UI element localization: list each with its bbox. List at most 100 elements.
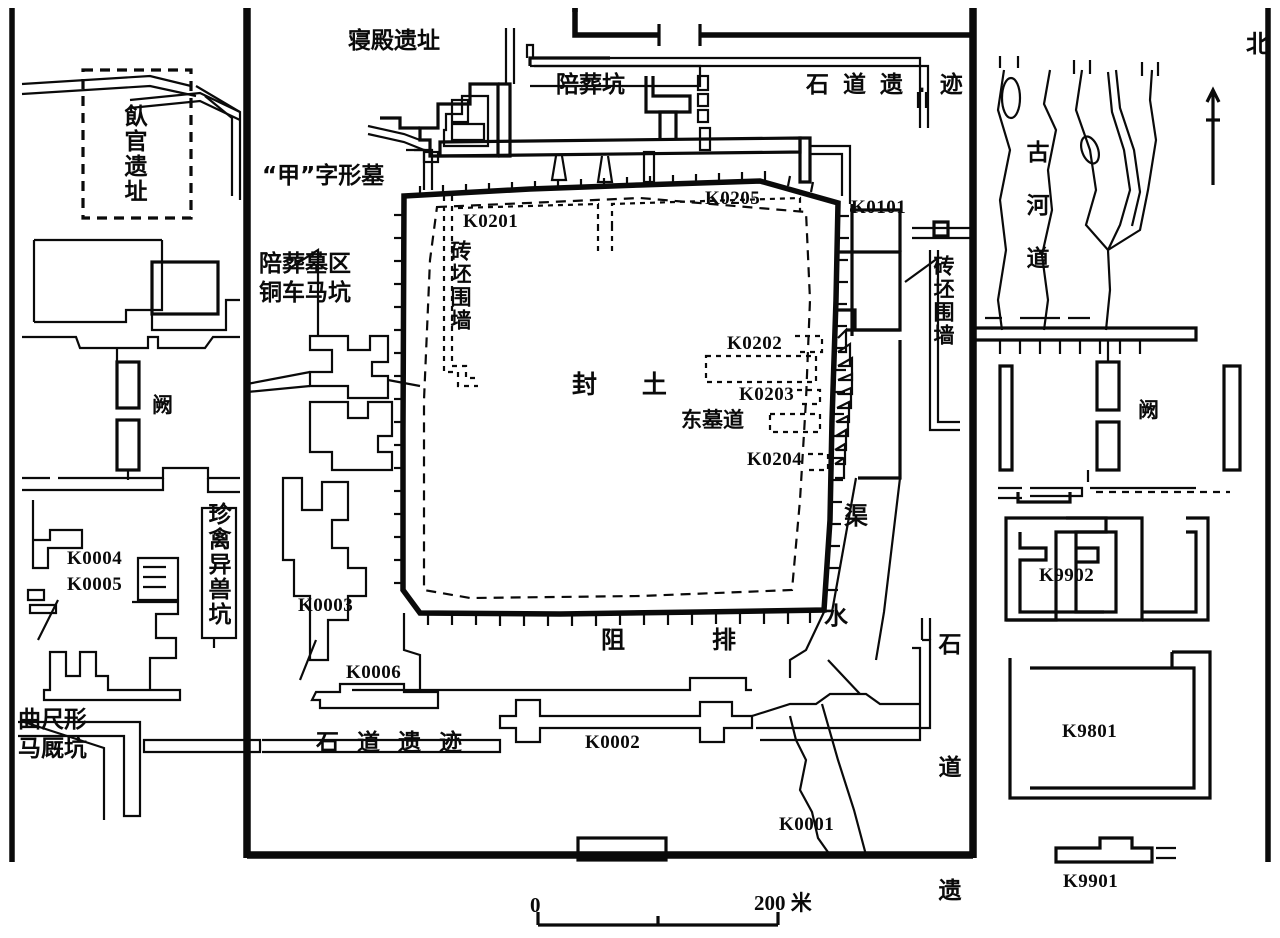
burial-mound	[394, 171, 849, 626]
west-building-outline-2	[34, 262, 164, 324]
label-k0203: K0203	[739, 384, 795, 405]
label-shiguan-site: 飤官遗址	[120, 104, 146, 204]
north-burial-pits	[438, 43, 930, 204]
shiguan-connector	[195, 85, 242, 200]
north-wall-segment-left	[572, 8, 659, 38]
north-post-b	[596, 155, 614, 184]
east-passage-outer	[838, 250, 902, 332]
bottom-structures	[262, 611, 932, 856]
qindian-east-arm	[498, 82, 512, 158]
k9902-inner-far-right	[1142, 530, 1198, 614]
brick-wall-east-line-b	[936, 250, 960, 424]
k9902-inner-right	[1074, 530, 1118, 614]
river-island-2	[1079, 135, 1101, 165]
east-gate-block	[932, 220, 950, 238]
label-jia-shaped-tomb: “甲”字形墓	[262, 163, 385, 189]
north-long-road-band	[438, 136, 802, 158]
bottom-road-tick	[920, 618, 932, 640]
north-post-c	[642, 150, 656, 184]
label-drain-zu: 阻	[601, 626, 625, 654]
north-post-a	[550, 155, 568, 182]
qu-channel-line-b	[874, 477, 902, 661]
east-road-dashes	[985, 316, 1090, 330]
mound-hatch-west	[394, 213, 404, 585]
label-k0005: K0005	[67, 574, 123, 595]
k9801-outline-b	[1030, 666, 1196, 790]
bottom-road-east-c	[760, 646, 922, 742]
label-k0205: K0205	[705, 188, 761, 209]
scale-end-label: 200 米	[754, 891, 812, 915]
label-zhenqin-pit: 珍禽异兽坑	[204, 502, 230, 627]
mound-inner-dashed	[422, 196, 812, 600]
east-passage-north-arm	[850, 208, 902, 252]
mound-hatch-south	[426, 611, 812, 626]
label-qindian-site: 寝殿遗址	[348, 28, 440, 54]
north-to-k0101	[810, 144, 852, 204]
east-wall-strip-a	[998, 364, 1014, 472]
stable-pit-shape-a	[31, 500, 84, 570]
river-bank-2	[1040, 69, 1058, 331]
east-pits-k99	[1004, 516, 1212, 864]
small-pit-k0005-box	[136, 556, 180, 602]
stone-road-bottom-left	[142, 738, 262, 754]
k0003-pit-shape	[281, 476, 368, 662]
label-stone-road-top: 石 道 遗 . 迹	[806, 72, 966, 98]
label-k0004: K0004	[67, 548, 123, 569]
east-pits-group	[704, 204, 902, 661]
k9902-inner-left	[1018, 532, 1104, 614]
label-k0101: K0101	[851, 197, 907, 218]
label-k9801: K9801	[1062, 721, 1118, 742]
label-brick-wall-east: 砖坯围墙	[931, 255, 955, 347]
k0002-pit-shape	[498, 698, 754, 744]
west-road-path	[18, 720, 142, 818]
mound-outline	[400, 178, 841, 617]
label-k9901: K9901	[1063, 871, 1119, 892]
qindian-block-a	[450, 98, 470, 124]
east-road-lines	[912, 226, 973, 240]
brick-wall-dashed	[442, 196, 802, 388]
north-small-pit-1	[696, 74, 710, 92]
label-k0202: K0202	[727, 333, 783, 354]
west-wall-run	[22, 335, 240, 350]
label-drain-shui: 水	[824, 602, 848, 630]
brick-wall-east-line	[928, 250, 960, 432]
north-bump	[525, 43, 535, 58]
mound-south-drain-a	[352, 613, 422, 692]
west-building-tail	[150, 298, 240, 332]
label-ancient-river: 古 河 道	[1022, 140, 1048, 271]
label-east-tomb-passage: 东墓道	[681, 408, 744, 432]
label-k0201: K0201	[463, 211, 519, 232]
label-k0006: K0006	[346, 662, 402, 683]
east-road-band	[971, 326, 1198, 342]
stone-road-bottom-band	[262, 738, 502, 754]
label-drain-pai: 排	[712, 626, 736, 654]
qindian-north-stem	[504, 28, 516, 84]
label-qujiaoxing-stable-pit: 曲尺形 马厩坑	[18, 707, 87, 763]
qindian-site	[367, 28, 516, 190]
east-wall-strip-b	[1222, 364, 1242, 472]
brick-wall-west-dashed-1	[442, 196, 478, 388]
k0203-marker	[797, 388, 822, 406]
qindian-outline-mid	[442, 94, 490, 148]
k0202-marker	[795, 334, 824, 354]
qindian-connector2	[414, 148, 434, 190]
bottom-diag-link	[827, 659, 861, 695]
qindian-connector	[406, 148, 426, 190]
west-wall-run2b	[22, 478, 240, 494]
south-gate	[576, 836, 668, 862]
north-to-k0101-b	[810, 152, 844, 196]
west-wall-run2	[22, 466, 240, 480]
label-stone-road-bottom: 石 道 遗 迹	[316, 730, 468, 756]
k0006-pit-shape	[310, 682, 440, 710]
label-k0002: K0002	[585, 732, 641, 753]
scale-bar-group	[536, 912, 780, 927]
k0001-edge-b	[788, 715, 831, 856]
label-peizang-tomb-area: 陪葬墓区 铜车马坑	[259, 251, 351, 307]
k9901-dashes	[1156, 846, 1176, 860]
north-arrow-group	[1205, 86, 1221, 185]
north-small-pit-2	[696, 92, 710, 108]
k0203-dashed-box	[768, 412, 822, 434]
stone-road-top-line-a	[530, 56, 922, 128]
